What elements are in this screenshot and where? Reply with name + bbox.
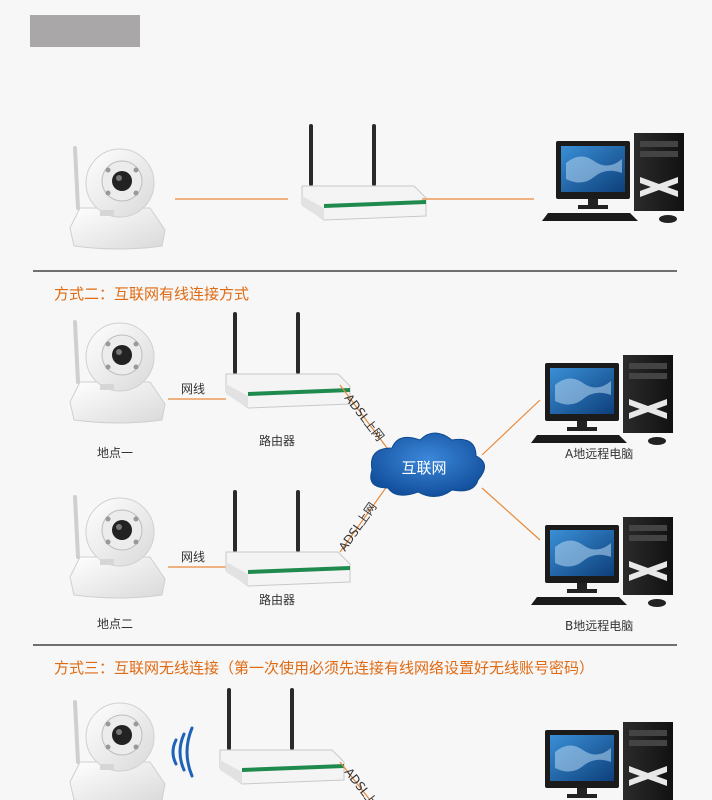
section2-title: 方式二：互联网有线连接方式 — [54, 285, 250, 303]
remote-label-b: B地远程电脑 — [565, 619, 634, 633]
cable-label-1: 网线 — [181, 382, 206, 396]
adsl-label-1: ADSL上网 — [342, 391, 387, 444]
connection-line — [339, 481, 391, 553]
connection-line — [481, 487, 541, 541]
remote-label-a: A地远程电脑 — [565, 447, 634, 461]
connection-line — [339, 761, 371, 800]
header-block — [30, 15, 140, 47]
internet-label: 互联网 — [401, 459, 446, 477]
computer-icon — [531, 517, 673, 607]
router-icon — [219, 687, 345, 785]
computer-icon — [542, 133, 684, 223]
adsl-label-2: ADSL上网 — [336, 500, 379, 554]
adsl-label-3: ADSL上 — [342, 765, 380, 800]
router-icon — [301, 123, 427, 221]
router-icon — [225, 489, 351, 587]
camera-icon — [68, 700, 167, 800]
internet-cloud-icon — [370, 432, 485, 497]
computer-icon — [531, 355, 673, 445]
section3-title: 方式三：互联网无线连接（第一次使用必须先连接有线网络设置好无线账号密码） — [54, 659, 595, 677]
site-label-1: 地点一 — [97, 446, 134, 460]
site-label-2: 地点二 — [97, 617, 134, 631]
router-icon — [225, 311, 351, 409]
router-label-2: 路由器 — [259, 593, 296, 607]
section3-diagram: ADSL上 — [68, 687, 673, 800]
computer-icon — [531, 722, 673, 800]
cable-label-2: 网线 — [181, 550, 206, 564]
camera-icon — [68, 320, 167, 425]
connection-line — [339, 384, 391, 453]
camera-icon — [68, 146, 167, 251]
section1-diagram — [68, 123, 684, 251]
connection-line — [481, 399, 541, 456]
camera-icon — [68, 495, 167, 600]
router-label-1: 路由器 — [259, 434, 296, 448]
wifi-signal-icon — [171, 726, 194, 778]
